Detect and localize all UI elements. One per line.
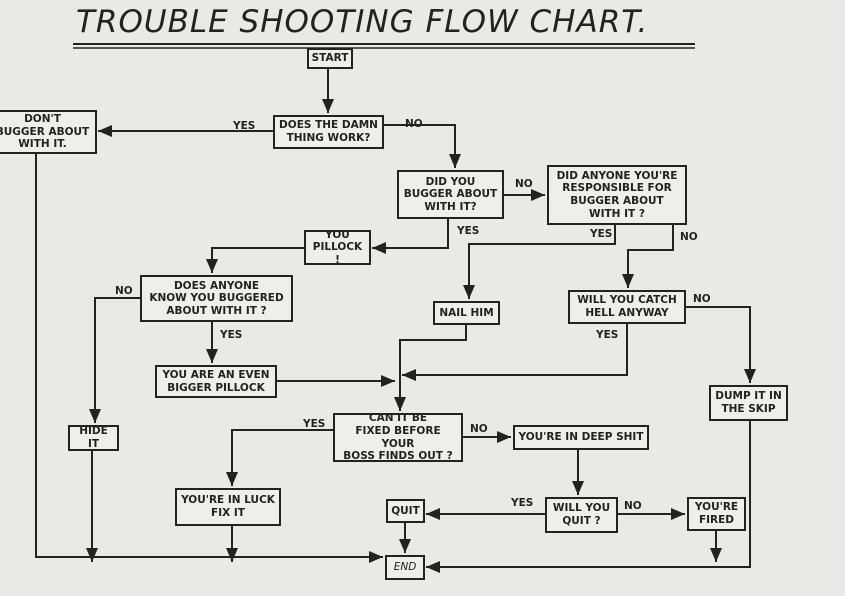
node-in-luck: YOU'RE IN LUCK FIX IT [175, 488, 281, 526]
label-yes: YES [596, 329, 619, 341]
label-no: NO [680, 231, 698, 243]
label-yes: YES [303, 418, 326, 430]
label-no: NO [693, 293, 711, 305]
node-deep-trouble: YOU'RE IN DEEP SHIT [513, 425, 649, 450]
label-yes: YES [220, 329, 243, 341]
node-can-it-be-fixed: CAN IT BE FIXED BEFORE YOUR BOSS FINDS O… [333, 412, 463, 462]
label-no: NO [624, 500, 642, 512]
label-yes: YES [590, 228, 613, 240]
node-you-pillock: YOU PILLOCK ! [304, 229, 371, 266]
node-quit: QUIT [386, 499, 425, 523]
node-dont-bugger: DON'T BUGGER ABOUT WITH IT. [0, 110, 97, 154]
node-hide-it: HIDE IT [68, 425, 119, 451]
node-catch-hell: WILL YOU CATCH HELL ANYWAY [568, 290, 686, 324]
label-no: NO [115, 285, 133, 297]
node-start: START [307, 48, 353, 69]
label-no: NO [405, 118, 423, 130]
node-fired: YOU'RE FIRED [687, 497, 746, 531]
node-does-it-work: DOES THE DAMN THING WORK? [273, 115, 384, 149]
node-dump-it: DUMP IT IN THE SKIP [709, 385, 788, 421]
label-yes: YES [233, 120, 256, 132]
node-bigger-pillock: YOU ARE AN EVEN BIGGER PILLOCK [155, 365, 277, 398]
node-nail-him: NAIL HIM [433, 301, 500, 325]
node-will-you-quit: WILL YOU QUIT ? [545, 497, 618, 533]
label-yes: YES [457, 225, 480, 237]
chart-title: TROUBLE SHOOTING FLOW CHART. [76, 4, 649, 40]
node-anyone-responsible: DID ANYONE YOU'RE RESPONSIBLE FOR BUGGER… [547, 165, 687, 225]
label-no: NO [515, 178, 533, 190]
label-yes: YES [511, 497, 534, 509]
node-did-you-bugger: DID YOU BUGGER ABOUT WITH IT? [397, 170, 504, 219]
node-anyone-know: DOES ANYONE KNOW YOU BUGGERED ABOUT WITH… [140, 275, 293, 322]
node-end: END [385, 555, 425, 580]
label-no: NO [470, 423, 488, 435]
